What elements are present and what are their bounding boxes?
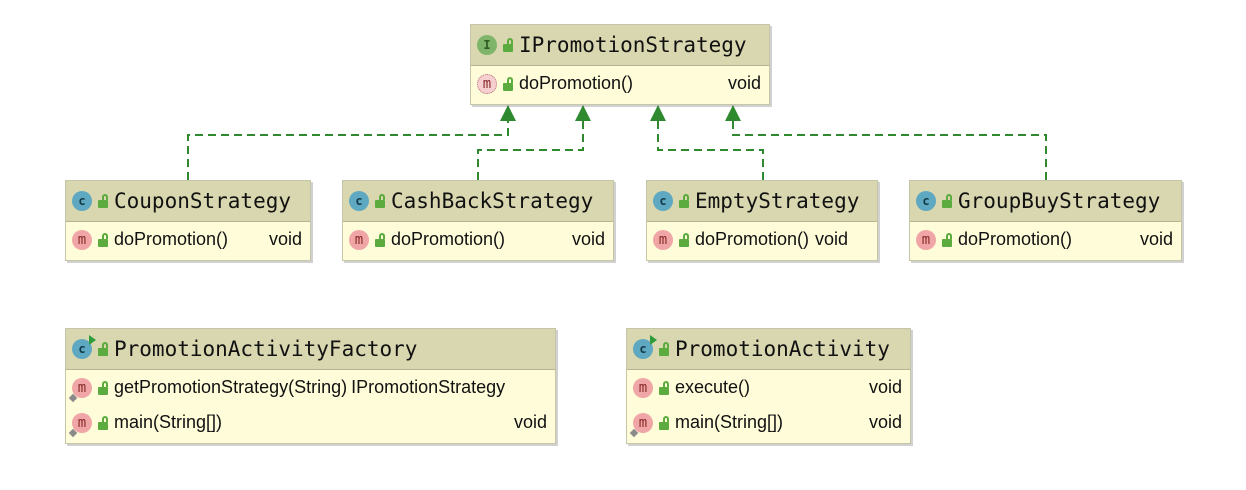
class-header: c PromotionActivityFactory [66,329,555,370]
method-name: doPromotion() [958,229,1073,249]
class-header: c PromotionActivity [627,329,910,370]
method-return-type: void [868,412,902,432]
method-return-type: void [868,377,902,397]
public-lock-icon [679,232,689,247]
class-icon: c [653,191,673,211]
method-row[interactable]: m doPromotion() void [343,222,613,257]
class-groupbuystrategy[interactable]: c GroupBuyStrategy m doPromotion() void [909,180,1182,261]
method-return-type: void [727,73,761,93]
method-return-type: void [1139,229,1173,249]
emptystrategy-implements-line [657,120,764,180]
public-lock-icon [942,194,952,208]
method-return-type: IPromotionStrategy [351,377,506,397]
public-lock-icon [679,194,689,208]
class-name: PromotionActivity [675,337,890,361]
public-lock-icon [98,194,108,208]
class-header: c EmptyStrategy [647,181,877,222]
class-name: GroupBuyStrategy [958,189,1161,213]
method-return-type: void [571,229,605,249]
class-name: CouponStrategy [114,189,292,213]
method-row[interactable]: m doPromotion() void [66,222,310,257]
class-header: c CashBackStrategy [343,181,613,222]
static-marker-icon [68,393,78,402]
method-icon: m [916,229,936,250]
method-name: main(String[]) [675,412,784,432]
public-lock-icon [98,232,108,247]
class-cashbackstrategy[interactable]: c CashBackStrategy m doPromotion() void [342,180,614,261]
static-method-icon: m [629,412,653,437]
implements-arrowhead [725,105,741,121]
method-name: doPromotion() [114,229,229,249]
class-icon: c [349,191,369,211]
method-return-type: void [268,229,302,249]
implements-arrowhead [650,105,666,121]
interface-icon: I [477,35,497,55]
class-couponstrategy[interactable]: c CouponStrategy m doPromotion() void [65,180,311,261]
method-name: getPromotionStrategy(String) [114,377,348,397]
class-name: PromotionActivityFactory [114,337,418,361]
couponstrategy-implements-line [187,120,509,180]
public-lock-icon [375,232,385,247]
method-row[interactable]: m execute() void [627,370,910,405]
static-method-icon: m [68,377,92,402]
class-promotionactivity[interactable]: c PromotionActivity m execute() void m m… [626,328,911,444]
method-row[interactable]: m doPromotion() void [471,66,769,101]
public-lock-icon [659,415,669,430]
method-icon: m [72,229,92,250]
public-lock-icon [659,380,669,395]
method-row[interactable]: m main(String[]) void [627,405,910,440]
class-emptystrategy[interactable]: c EmptyStrategy m doPromotion() void [646,180,878,261]
class-icon: c [72,191,92,211]
method-icon: m [633,377,653,398]
method-row[interactable]: m getPromotionStrategy(String) IPromotio… [66,370,555,405]
method-row[interactable]: m main(String[]) void [66,405,555,440]
static-marker-icon [629,428,639,437]
method-return-type: void [815,229,849,249]
static-marker-icon [68,428,78,437]
public-lock-icon [503,76,513,91]
class-name: EmptyStrategy [695,189,860,213]
static-method-icon: m [68,412,92,437]
method-name: doPromotion() [519,73,634,93]
public-lock-icon [98,380,108,395]
class-promotionactivityfactory[interactable]: c PromotionActivityFactory m getPromotio… [65,328,556,444]
method-icon: m [349,229,369,250]
method-name: execute() [675,377,751,397]
public-lock-icon [375,194,385,208]
class-icon: c [916,191,936,211]
class-name: CashBackStrategy [391,189,594,213]
public-lock-icon [503,38,513,52]
run-marker-icon [650,335,657,345]
run-marker-icon [89,335,96,345]
cashbackstrategy-implements-line [477,120,584,180]
interface-name: IPromotionStrategy [519,33,747,57]
class-header: c CouponStrategy [66,181,310,222]
method-name: main(String[]) [114,412,223,432]
public-lock-icon [98,342,108,356]
runnable-class-icon: c [72,335,96,359]
method-row[interactable]: m doPromotion() void [910,222,1181,257]
groupbuystrategy-implements-line [732,120,1047,180]
public-lock-icon [659,342,669,356]
public-lock-icon [98,415,108,430]
method-row[interactable]: m doPromotion() void [647,222,877,257]
method-name: doPromotion() [391,229,506,249]
class-header: c GroupBuyStrategy [910,181,1181,222]
method-name: doPromotion() [695,229,810,249]
abstract-method-icon: m [477,73,497,94]
runnable-class-icon: c [633,335,657,359]
method-return-type: void [513,412,547,432]
public-lock-icon [942,232,952,247]
method-icon: m [653,229,673,250]
interface-header: I IPromotionStrategy [471,25,769,66]
implements-arrowhead [575,105,591,121]
interface-ipromotionstrategy[interactable]: I IPromotionStrategy m doPromotion() voi… [470,24,770,105]
implements-arrowhead [500,105,516,121]
